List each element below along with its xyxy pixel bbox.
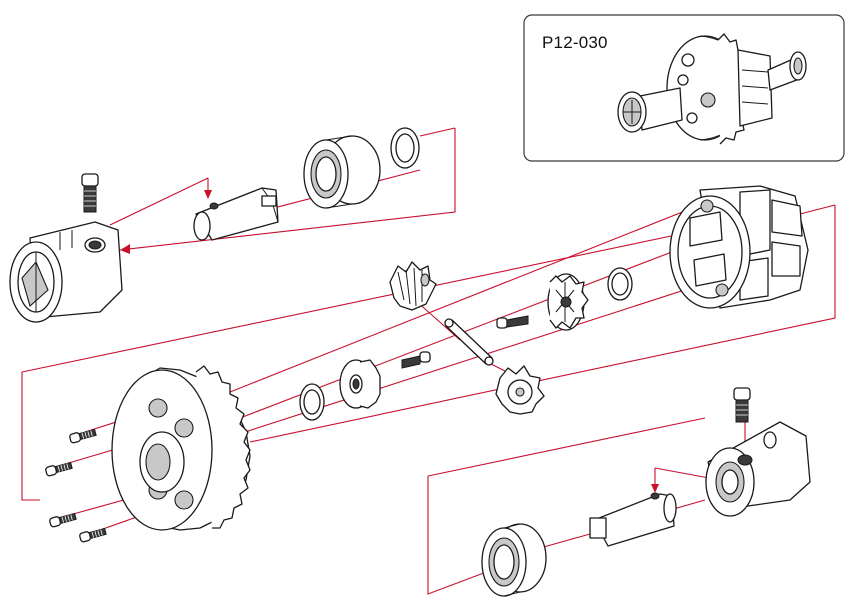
right-side-gear [547, 273, 589, 331]
upper-shim [390, 127, 420, 169]
left-side-gear-screw [401, 351, 431, 369]
ring-gear-screw-1 [68, 427, 98, 445]
cross-pin [444, 318, 494, 366]
lower-output-shaft [589, 492, 677, 547]
cup-set-screw-right [733, 387, 751, 423]
middle-shim [607, 267, 633, 301]
left-side-gear [339, 359, 381, 409]
left-output-cup [9, 221, 123, 323]
cup-set-screw-left [81, 173, 99, 213]
lower-center-shim [299, 383, 325, 421]
ring-gear-screw-4 [78, 526, 108, 544]
differential-case [669, 185, 809, 309]
right-output-cup [705, 421, 811, 517]
ring-gear [111, 365, 251, 531]
assembled-differential-illustration [617, 33, 807, 145]
upper-bevel-gear [389, 261, 437, 311]
guide-line-lower-right [427, 417, 721, 595]
upper-output-shaft [193, 187, 279, 241]
lower-bearing [481, 523, 547, 597]
ring-gear-screw-3 [48, 511, 78, 529]
ring-gear-screw-2 [44, 460, 74, 478]
guide-line-case-loop [21, 205, 836, 501]
upper-bearing [303, 135, 381, 209]
side-gear-screw [496, 315, 529, 329]
part-number-label: P12-030 [542, 33, 608, 52]
lower-bevel-gear [495, 365, 545, 415]
assembled-inset: P12-030 [523, 14, 845, 162]
